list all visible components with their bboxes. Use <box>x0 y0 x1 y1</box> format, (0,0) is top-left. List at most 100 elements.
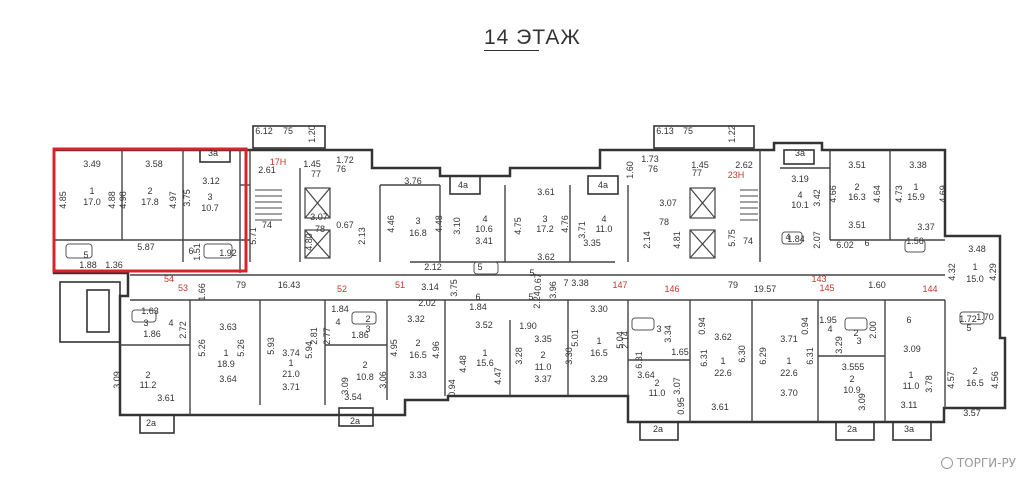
dimension-label: 3.71 <box>577 221 587 239</box>
dimension-label: 6 <box>906 315 911 325</box>
dimension-label: 146 <box>664 284 679 294</box>
dimension-label: 1.86 <box>143 329 161 339</box>
dimension-label: 4 <box>827 324 832 334</box>
highlighted-apartment-frame <box>52 147 248 273</box>
dimension-label: 54 <box>164 274 174 284</box>
dimension-label: 10.9 <box>843 385 861 395</box>
dimension-label: 5.75 <box>727 229 737 247</box>
dimension-label: 3.70 <box>780 388 798 398</box>
dimension-label: 3.09 <box>857 393 867 411</box>
dimension-label: 2.62 <box>735 160 753 170</box>
dimension-label: 52 <box>337 284 347 294</box>
dimension-label: 4.76 <box>560 215 570 233</box>
dimension-label: 2.14 <box>620 331 630 349</box>
dimension-label: 19.57 <box>754 284 777 294</box>
dimension-label: 1.45 <box>303 159 321 169</box>
dimension-label: 0.94 <box>447 379 457 397</box>
dimension-label: 3.10 <box>452 217 462 235</box>
dimension-label: 1.84 <box>787 234 805 244</box>
dimension-label: 2.24 <box>532 291 542 309</box>
floor-title: 14 ЭТАЖ <box>484 26 581 49</box>
dimension-label: 2.61 <box>258 165 276 175</box>
dimension-label: 4.75 <box>513 217 523 235</box>
dimension-label: 5.01 <box>570 329 580 347</box>
dimension-label: 74 <box>262 220 272 230</box>
dimension-label: 17H <box>270 157 287 167</box>
dimension-label: 3 <box>542 214 547 224</box>
dimension-label: 3.96 <box>548 281 558 299</box>
dimension-label: 5.71 <box>248 227 258 245</box>
title-underline <box>484 50 539 51</box>
dimension-label: 0.94 <box>800 317 810 335</box>
dimension-label: 1.72 <box>336 155 354 165</box>
dimension-label: 16.5 <box>966 378 984 388</box>
dimension-label: 1.84 <box>469 302 487 312</box>
dimension-label: 4 <box>482 214 487 224</box>
dimension-label: 4.48 <box>434 215 444 233</box>
dimension-label: 3 <box>143 318 148 328</box>
dimension-label: 3 <box>856 336 861 346</box>
dimension-label: 2.14 <box>642 231 652 249</box>
dimension-label: 4a <box>598 180 608 190</box>
dimension-label: 3.76 <box>404 176 422 186</box>
dimension-label: 1.36 <box>105 260 123 270</box>
dimension-label: 3.30 <box>590 304 608 314</box>
dimension-label: 4 <box>601 214 606 224</box>
dimension-label: 6.31 <box>805 347 815 365</box>
dimension-label: 3.51 <box>848 160 866 170</box>
dimension-label: 3.64 <box>219 374 237 384</box>
dimension-label: 3a <box>208 148 218 158</box>
dimension-label: 4.66 <box>828 185 838 203</box>
dimension-label: 3.37 <box>917 222 935 232</box>
dimension-label: 2 <box>654 378 659 388</box>
dimension-label: 16.5 <box>590 348 608 358</box>
dimension-label: 6 <box>188 246 193 256</box>
dimension-label: 79 <box>728 280 738 290</box>
dimension-label: 76 <box>336 164 346 174</box>
dimension-label: 3 <box>656 324 661 334</box>
dimension-label: 145 <box>819 283 834 293</box>
dimension-label: 77 <box>692 168 702 178</box>
dimension-label: 3.37 <box>534 374 552 384</box>
dimension-label: 16.43 <box>278 280 301 290</box>
dimension-label: 4a <box>458 180 468 190</box>
dimension-label: 1.86 <box>351 330 369 340</box>
dimension-label: 11.0 <box>903 381 920 391</box>
dimension-label: 1.22 <box>727 125 737 143</box>
dimension-label: 0.67 <box>336 220 354 230</box>
dimension-label: 79 <box>236 280 246 290</box>
dimension-label: 3.35 <box>534 334 552 344</box>
dimension-label: 4.47 <box>493 367 503 385</box>
dimension-label: 4.32 <box>947 263 957 281</box>
dimension-label: 1 <box>89 186 94 196</box>
dimension-label: 1.70 <box>976 312 994 322</box>
dimension-label: 10.1 <box>791 200 809 210</box>
dimension-label: 1 <box>972 262 977 272</box>
dimension-label: 1.66 <box>197 283 207 301</box>
dimension-label: 3.48 <box>968 244 986 254</box>
dimension-label: 3.34 <box>663 325 673 343</box>
dimension-label: 5.94 <box>304 341 314 359</box>
dimension-label: 143 <box>811 274 826 284</box>
dimension-label: 4 <box>785 232 790 242</box>
dimension-label: 1 <box>913 182 918 192</box>
dimension-label: 3.54 <box>344 392 362 402</box>
dimension-label: 3.74 <box>282 348 300 358</box>
dimension-label: 75 <box>283 126 293 136</box>
dimension-label: 0.95 <box>676 397 686 415</box>
dimension-label: 1.60 <box>625 161 635 179</box>
dimension-label: 0.67 <box>533 273 543 291</box>
dimension-label: 15.9 <box>907 192 925 202</box>
dimension-label: 17.0 <box>83 197 101 207</box>
dimension-label: 4.48 <box>458 355 468 373</box>
dimension-label: 4.96 <box>431 341 441 359</box>
dimension-label: 17.2 <box>536 224 554 234</box>
dimension-label: 51 <box>395 280 405 290</box>
dimension-label: 4.46 <box>386 215 396 233</box>
dimension-label: 1.90 <box>519 321 537 331</box>
dimension-label: 6.30 <box>737 345 747 363</box>
dimension-label: 22.6 <box>780 368 798 378</box>
dimension-label: 3.52 <box>475 320 493 330</box>
dimension-label: 3.57 <box>963 408 981 418</box>
